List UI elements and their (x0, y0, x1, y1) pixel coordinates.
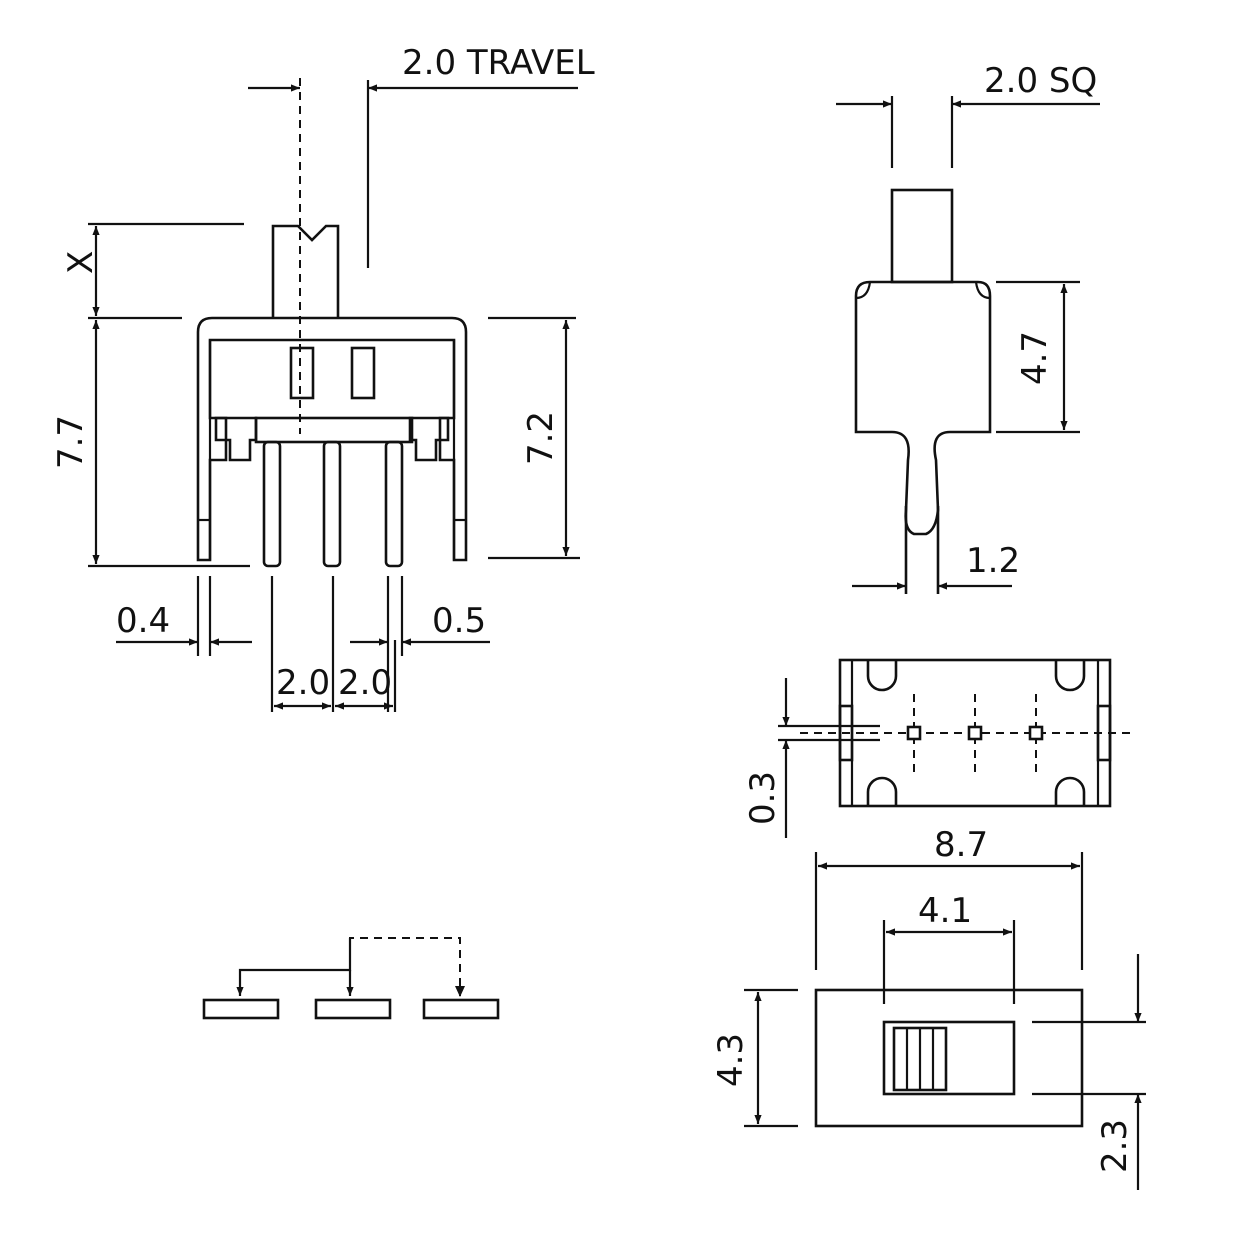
body-height-label: 4.7 (1015, 331, 1055, 385)
slot-label: 4.1 (918, 891, 972, 931)
actuator (271, 224, 340, 318)
lead-width-left-label: 0.4 (116, 601, 170, 641)
side-body-corner-left (855, 281, 872, 300)
corner-notch-tr (1054, 660, 1086, 692)
side-body-corner-right (974, 281, 991, 300)
mount-ledge-right (408, 416, 450, 462)
contact-dashed-arrow (455, 986, 465, 997)
front-view: 2.0 TRAVEL X 7.7 7.2 0.4 0.5 2.0 (51, 43, 595, 712)
contact-dashed (349, 937, 461, 996)
side-body (854, 280, 992, 536)
offset-label: 0.3 (743, 771, 783, 825)
terminal-1 (202, 998, 280, 1020)
travel-label: 2.0 TRAVEL (402, 43, 595, 83)
lead-left (262, 440, 282, 568)
length-label: 8.7 (934, 825, 988, 865)
side-tab-left (838, 704, 854, 762)
slider-window-right (350, 346, 376, 400)
terminal-2 (314, 998, 392, 1020)
pitch-right-label: 2.0 (338, 663, 392, 703)
top-body (814, 988, 1084, 1128)
pin-pad-3 (1028, 725, 1044, 741)
actuator-size-label: 2.0 SQ (984, 61, 1097, 101)
side-actuator (890, 188, 954, 284)
corner-notch-bl (866, 776, 898, 806)
x-label: X (61, 251, 101, 274)
pitch-left-label: 2.0 (276, 663, 330, 703)
corner-notch-br (1054, 776, 1086, 806)
slot (882, 1020, 1016, 1096)
terminal-3 (422, 998, 500, 1020)
height-right-label: 7.2 (521, 411, 561, 465)
switch-body (196, 316, 468, 562)
width-label: 4.3 (711, 1033, 751, 1087)
slot-offset-label: 2.3 (1095, 1119, 1135, 1173)
corner-notch-tl (866, 660, 898, 692)
lead-right (384, 440, 404, 568)
base-plate (254, 416, 414, 444)
pin-pad-1 (906, 725, 922, 741)
lead-center (322, 440, 342, 568)
pin-pad-2 (967, 725, 983, 741)
contact-solid (236, 938, 352, 996)
lead-width-right-label: 0.5 (432, 601, 486, 641)
bottom-view: 0.3 (743, 658, 1134, 838)
top-view: 8.7 4.1 4.3 2.3 (711, 825, 1146, 1190)
slider-window-left (289, 346, 315, 400)
height-left-label: 7.7 (51, 415, 91, 469)
pin-width-label: 1.2 (966, 541, 1020, 581)
circuit-schematic (202, 937, 500, 1020)
mount-ledge (214, 416, 258, 462)
side-view: 2.0 SQ 4.7 1.2 (836, 61, 1100, 594)
